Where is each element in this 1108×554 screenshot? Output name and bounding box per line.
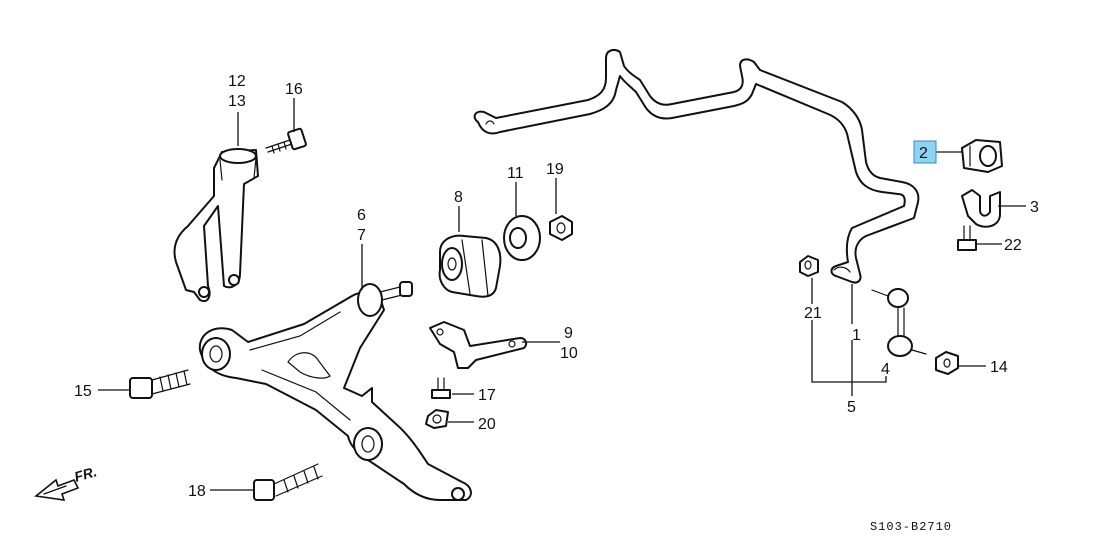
- nut-14[interactable]: [935, 351, 959, 375]
- bracket-9-10[interactable]: [429, 321, 528, 369]
- label-part-19[interactable]: 19: [546, 161, 564, 178]
- bolt-22[interactable]: [957, 225, 977, 251]
- leader-lines: [98, 98, 1026, 491]
- lower-control-arm[interactable]: [198, 281, 472, 501]
- label-part-2[interactable]: 2: [919, 145, 928, 162]
- label-part-22[interactable]: 22: [1004, 237, 1022, 254]
- stabilizer-holder-3[interactable]: [961, 189, 1001, 228]
- label-part-5[interactable]: 5: [847, 399, 856, 416]
- bushing-8[interactable]: [438, 234, 502, 298]
- label-part-11[interactable]: 11: [507, 165, 524, 182]
- bolt-15[interactable]: [129, 369, 191, 399]
- stabilizer-bar[interactable]: [473, 49, 920, 284]
- label-part-4[interactable]: 4: [881, 361, 890, 378]
- label-part-10[interactable]: 10: [560, 345, 578, 362]
- nut-21[interactable]: [799, 255, 819, 277]
- radius-arm-bracket[interactable]: [173, 148, 259, 302]
- label-part-17[interactable]: 17: [478, 387, 496, 404]
- label-part-14[interactable]: 14: [990, 359, 1008, 376]
- part-2-highlight: [913, 140, 937, 164]
- part-labels: 1 2 3 4 5 6 7 8 9 10 11 12 13 14 15 16 1…: [74, 73, 1039, 500]
- diagram-code: S103-B2710: [870, 520, 952, 534]
- label-part-16[interactable]: 16: [285, 81, 303, 98]
- front-direction-indicator: FR.: [34, 463, 99, 501]
- front-arrow-icon: [34, 478, 80, 501]
- label-part-6[interactable]: 6: [357, 207, 366, 224]
- label-part-12[interactable]: 12: [228, 73, 246, 90]
- front-label: FR.: [72, 463, 98, 485]
- bolt-18[interactable]: [253, 463, 323, 501]
- label-part-20[interactable]: 20: [478, 416, 496, 433]
- nut-19[interactable]: [549, 215, 573, 241]
- stabilizer-link-4[interactable]: [871, 288, 927, 357]
- label-part-3[interactable]: 3: [1030, 199, 1039, 216]
- bolt-16[interactable]: [265, 127, 307, 154]
- label-part-15[interactable]: 15: [74, 383, 92, 400]
- nut-20[interactable]: [425, 409, 449, 429]
- label-part-13[interactable]: 13: [228, 93, 246, 110]
- label-part-7[interactable]: 7: [357, 227, 366, 244]
- label-part-8[interactable]: 8: [454, 189, 463, 206]
- washer-11[interactable]: [503, 215, 541, 261]
- label-part-21[interactable]: 21: [804, 305, 822, 322]
- stabilizer-bushing-2[interactable]: [961, 139, 1003, 173]
- label-part-9[interactable]: 9: [564, 325, 573, 342]
- bolt-17[interactable]: [431, 377, 451, 399]
- label-part-1[interactable]: 1: [852, 327, 861, 344]
- label-part-18[interactable]: 18: [188, 483, 206, 500]
